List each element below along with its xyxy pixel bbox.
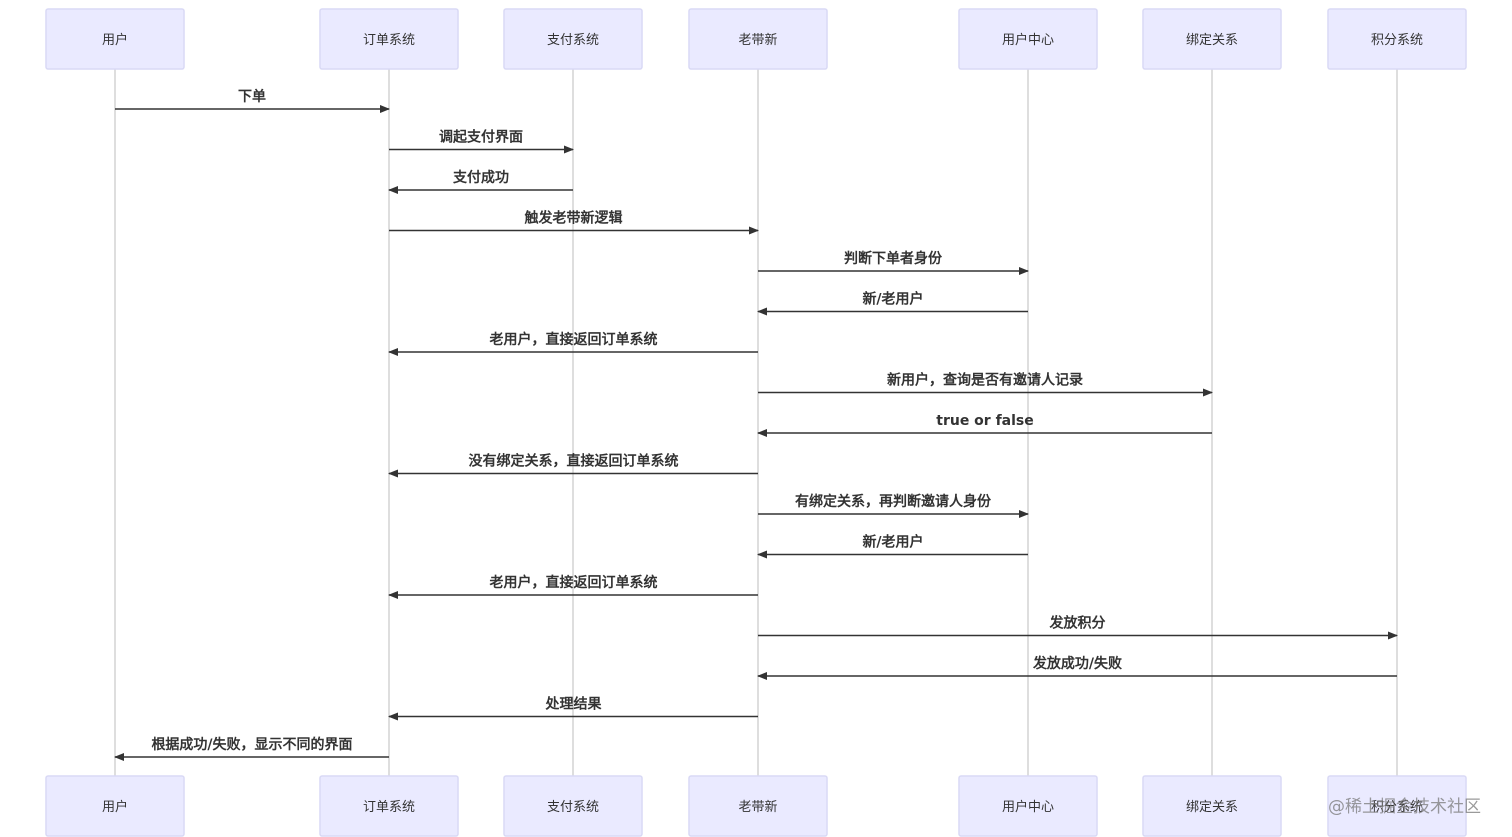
participant-box: [1327, 8, 1467, 70]
participant-label: 用户中心: [1002, 32, 1054, 48]
message-11: 有绑定关系，再判断邀请人身份: [758, 493, 1029, 518]
message-3: 支付成功: [388, 169, 573, 194]
messages: 下单调起支付界面支付成功触发老带新逻辑判断下单者身份新/老用户老用户，直接返回订…: [114, 88, 1398, 761]
message-label: 下单: [238, 88, 266, 105]
participant-label: 积分系统: [1371, 33, 1423, 48]
participant-label: 用户: [102, 32, 128, 48]
participant-order-bottom: 订单系统: [319, 775, 459, 837]
message-1: 下单: [115, 88, 390, 113]
participant-usercenter-bottom: 用户中心: [958, 775, 1098, 837]
participant-label: 订单系统: [363, 33, 415, 48]
participant-label: 用户: [102, 799, 128, 815]
participant-box: [503, 775, 643, 837]
participant-box: [688, 775, 828, 837]
participant-label: 用户中心: [1002, 799, 1054, 815]
message-9: true or false: [757, 413, 1212, 437]
message-label: 没有绑定关系，直接返回订单系统: [469, 453, 679, 470]
participant-binding-bottom: 绑定关系: [1142, 775, 1282, 837]
message-label: 新/老用户: [862, 534, 923, 551]
message-7: 老用户，直接返回订单系统: [388, 331, 758, 356]
participant-box: [1142, 8, 1282, 70]
message-label: 发放成功/失败: [1032, 655, 1123, 672]
message-label: 调起支付界面: [439, 129, 523, 146]
participant-referral-top: 老带新: [688, 8, 828, 70]
message-label: 新用户，查询是否有邀请人记录: [887, 372, 1083, 389]
message-label: 触发老带新逻辑: [524, 210, 623, 227]
participant-user-bottom: 用户: [45, 775, 185, 837]
message-label: 有绑定关系，再判断邀请人身份: [795, 493, 992, 510]
participant-pay-top: 支付系统: [503, 8, 643, 70]
participant-box: [319, 8, 459, 70]
message-label: true or false: [936, 413, 1034, 429]
message-label: 判断下单者身份: [844, 250, 943, 267]
participant-box: [958, 775, 1098, 837]
participant-binding-top: 绑定关系: [1142, 8, 1282, 70]
participant-box: [45, 8, 185, 70]
participant-box: [1142, 775, 1282, 837]
participants: 用户用户订单系统订单系统支付系统支付系统老带新老带新用户中心用户中心绑定关系绑定…: [45, 8, 1467, 837]
participant-box: [688, 8, 828, 70]
participant-label: 老带新: [738, 799, 777, 815]
participant-usercenter-top: 用户中心: [958, 8, 1098, 70]
watermark: @稀土掘金技术社区: [1328, 797, 1481, 817]
message-12: 新/老用户: [757, 534, 1028, 559]
participant-label: 老带新: [738, 32, 777, 48]
message-6: 新/老用户: [757, 291, 1028, 316]
message-14: 发放积分: [758, 615, 1398, 640]
message-16: 处理结果: [388, 696, 758, 721]
participant-pay-bottom: 支付系统: [503, 775, 643, 837]
message-label: 老用户，直接返回订单系统: [490, 331, 658, 348]
participant-label: 支付系统: [547, 33, 599, 48]
participant-user-top: 用户: [45, 8, 185, 70]
message-label: 处理结果: [545, 696, 603, 713]
message-4: 触发老带新逻辑: [389, 210, 759, 235]
participant-points-bottom: 积分系统: [1327, 775, 1467, 837]
participant-order-top: 订单系统: [319, 8, 459, 70]
lifelines: [114, 69, 1398, 776]
message-label: 老用户，直接返回订单系统: [490, 574, 658, 591]
participant-label: 绑定关系: [1186, 33, 1238, 48]
participant-referral-bottom: 老带新: [688, 775, 828, 837]
message-8: 新用户，查询是否有邀请人记录: [758, 372, 1213, 397]
participant-box: [45, 775, 185, 837]
message-10: 没有绑定关系，直接返回订单系统: [388, 453, 758, 478]
participant-box: [319, 775, 459, 837]
participant-label: 订单系统: [363, 800, 415, 815]
message-label: 新/老用户: [862, 291, 923, 308]
participant-box: [1327, 775, 1467, 837]
message-13: 老用户，直接返回订单系统: [388, 574, 758, 599]
participant-label: 积分系统: [1371, 800, 1423, 815]
message-label: 支付成功: [452, 169, 509, 186]
participant-points-top: 积分系统: [1327, 8, 1467, 70]
message-label: 发放积分: [1049, 615, 1106, 632]
participant-box: [958, 8, 1098, 70]
participant-box: [503, 8, 643, 70]
participant-label: 支付系统: [547, 800, 599, 815]
message-label: 根据成功/失败，显示不同的界面: [151, 736, 352, 753]
message-5: 判断下单者身份: [758, 250, 1029, 275]
message-17: 根据成功/失败，显示不同的界面: [114, 736, 389, 761]
participant-label: 绑定关系: [1186, 800, 1238, 815]
message-15: 发放成功/失败: [757, 655, 1397, 680]
message-2: 调起支付界面: [389, 129, 574, 154]
